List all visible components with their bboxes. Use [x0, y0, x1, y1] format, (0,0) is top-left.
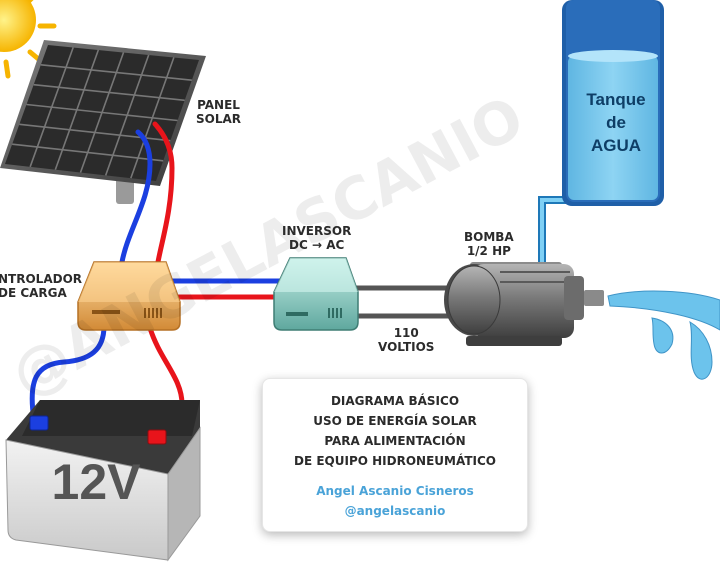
card-line-3: PARA ALIMENTACIÓN	[324, 434, 466, 448]
water-spray	[607, 290, 720, 380]
card-line-2: USO DE ENERGÍA SOLAR	[313, 414, 477, 428]
charge-controller	[77, 261, 181, 331]
card-handle: @angelascanio	[344, 504, 446, 518]
info-card: DIAGRAMA BÁSICO USO DE ENERGÍA SOLAR PAR…	[262, 378, 528, 532]
card-author: Angel Ascanio Cisneros	[316, 484, 474, 498]
dc-wires	[29, 121, 297, 441]
water-pipe	[538, 196, 572, 262]
inverter	[273, 257, 359, 331]
card-line-4: DE EQUIPO HIDRONEUMÁTICO	[294, 454, 496, 468]
battery-voltage-label: 12V	[51, 454, 141, 510]
battery	[5, 400, 201, 562]
solar-panel	[0, 40, 206, 186]
water-pump	[444, 262, 604, 346]
card-line-1: DIAGRAMA BÁSICO	[330, 394, 460, 408]
water-tank	[562, 0, 664, 206]
